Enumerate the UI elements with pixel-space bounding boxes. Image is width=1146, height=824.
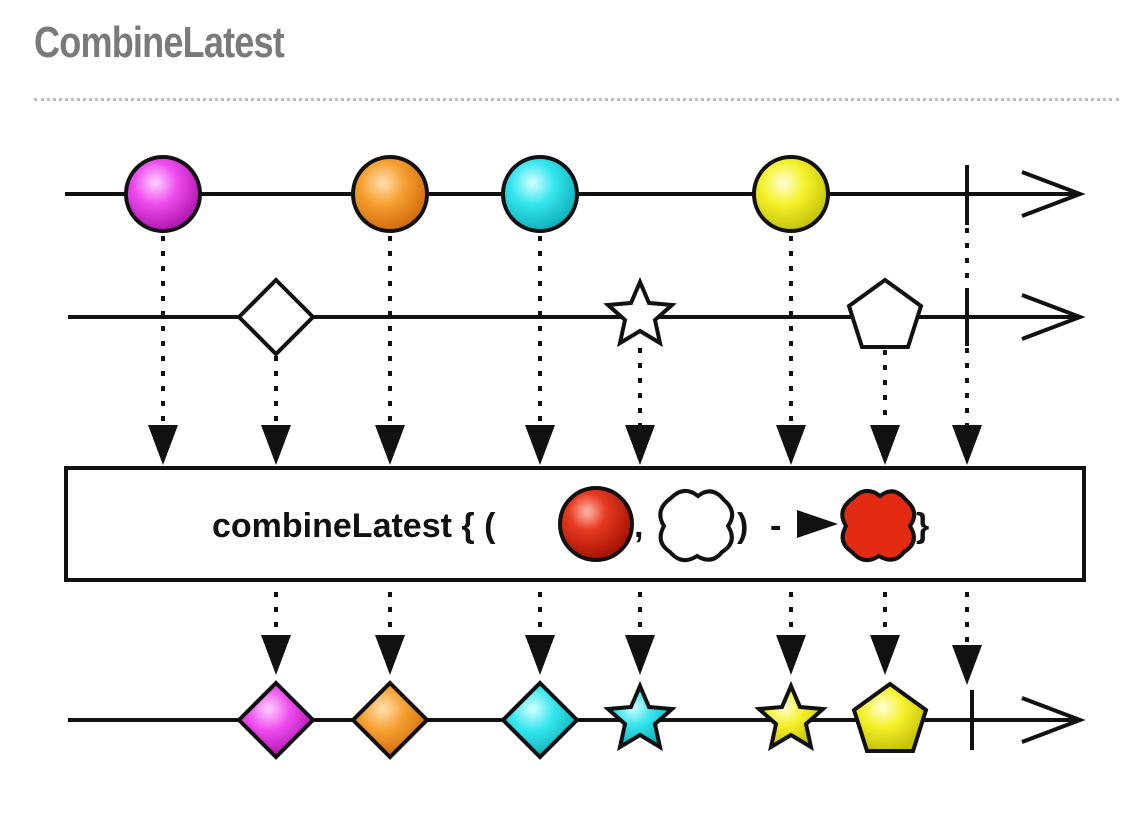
yellow-star-marble (754, 680, 828, 752)
white-pentagon-marble (846, 277, 924, 349)
operator-box: combineLatest { ( , ) - } (64, 466, 1086, 582)
middle-stream (68, 288, 1086, 346)
yellow-circle-marble (752, 155, 830, 233)
operator-comma: , (634, 507, 643, 545)
page-title: CombineLatest (34, 18, 285, 67)
operator-label: combineLatest { ( (212, 507, 496, 545)
operator-close-brace: } (916, 507, 929, 545)
operator-cloud-icon (658, 489, 735, 563)
operator-red-circle (558, 486, 634, 562)
input-arrowheads (148, 425, 982, 465)
title-divider (34, 98, 1119, 101)
yellow-pentagon-marble (851, 681, 929, 753)
operator-arrow-icon (797, 510, 838, 538)
white-diamond-marble (236, 277, 316, 357)
magenta-diamond-marble (236, 680, 316, 760)
white-star-marble (603, 276, 677, 348)
cyan-star-marble (603, 680, 677, 752)
orange-diamond-marble (350, 680, 430, 760)
operator-red-cloud-icon (840, 489, 917, 563)
input-connectors (161, 228, 969, 425)
cyan-diamond-marble (500, 680, 580, 760)
operator-arrow-dash: - (770, 507, 781, 545)
operator-close-paren: ) (737, 507, 748, 545)
orange-circle-marble (351, 155, 429, 233)
magenta-circle-marble (124, 155, 202, 233)
cyan-circle-marble (501, 155, 579, 233)
output-arrowheads (261, 635, 982, 685)
